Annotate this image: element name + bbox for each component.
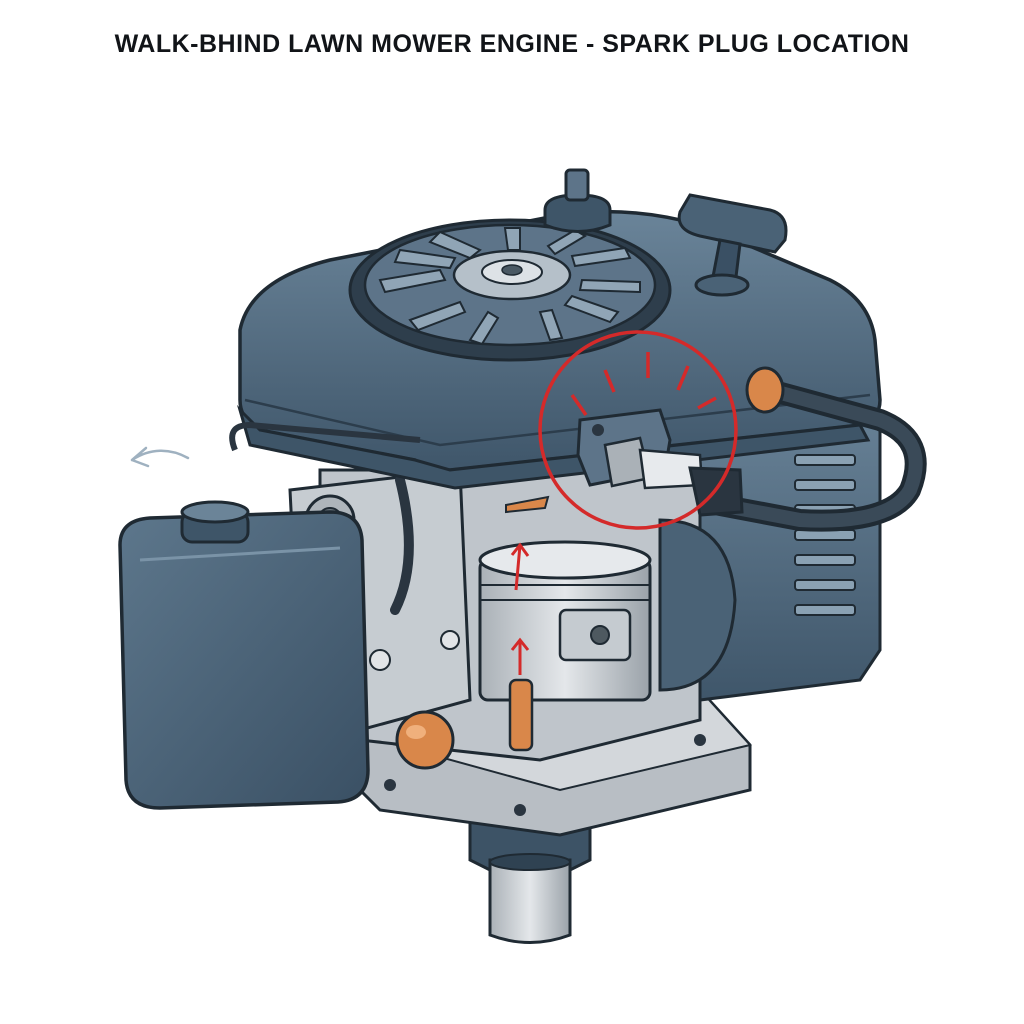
spark-plug-wire — [709, 366, 927, 532]
frame-tube — [229, 421, 421, 452]
output-shaft — [468, 818, 592, 944]
diagram-title: WALK-BHIND LAWN MOWER ENGINE - SPARK PLU… — [114, 30, 910, 58]
fuel-tank-icon — [118, 500, 370, 810]
oil-cap — [543, 168, 612, 233]
starter-handle — [677, 193, 788, 297]
spark-plug-icon — [576, 408, 744, 517]
piston-icon — [478, 540, 652, 752]
recoil-starter-icon — [348, 218, 672, 362]
arrow-left-icon — [130, 446, 190, 468]
spark-plug-highlight — [538, 330, 738, 530]
flow-arrows — [510, 542, 530, 675]
primer-bulb — [395, 710, 455, 770]
